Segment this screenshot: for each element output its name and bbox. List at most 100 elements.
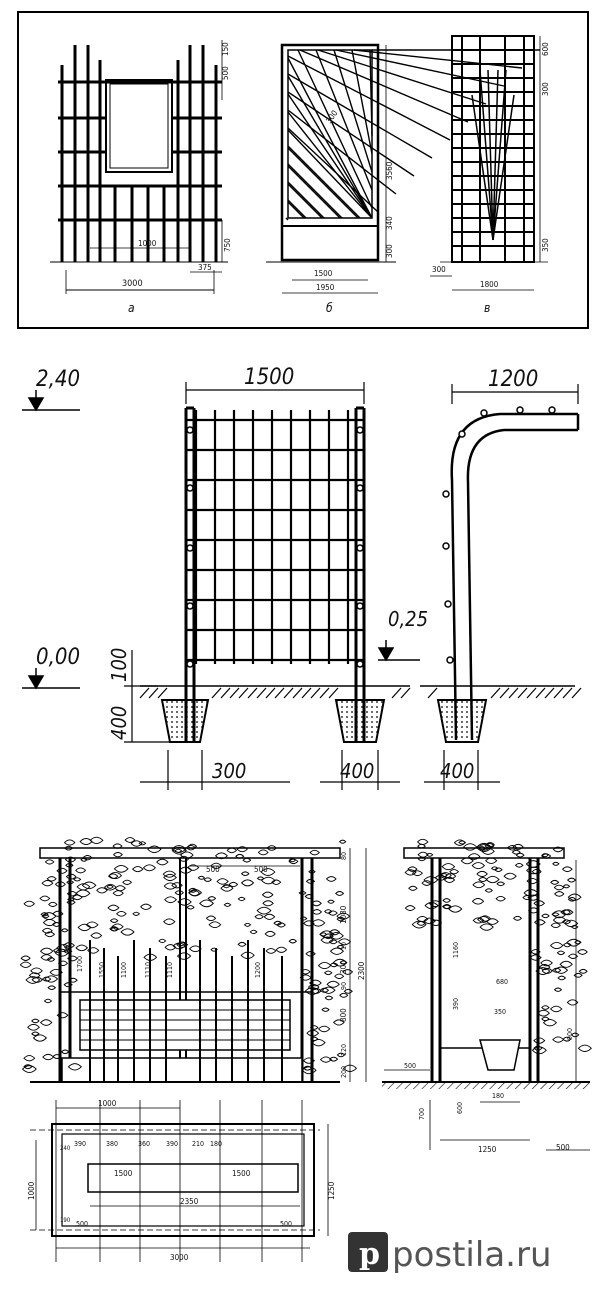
leaf-mark xyxy=(20,955,31,961)
leaf-mark xyxy=(162,870,177,878)
dim-plan-low-2: 500 xyxy=(280,1220,292,1228)
leaf-mark xyxy=(298,890,307,896)
dim-front-side-7: 120 xyxy=(340,1044,348,1056)
leaf-mark xyxy=(226,847,238,854)
leaf-mark xyxy=(308,869,316,874)
leaf-mark xyxy=(556,950,566,956)
leaf-mark xyxy=(551,910,567,919)
leaf-mark xyxy=(163,918,176,925)
leaf-mark xyxy=(261,891,274,898)
lattice-b-strip xyxy=(287,75,373,219)
ground-hatch-stroke xyxy=(247,687,258,699)
leaf-mark xyxy=(180,851,194,859)
leaf-mark xyxy=(467,853,481,860)
trellis-dots xyxy=(186,426,364,668)
leaf-mark xyxy=(56,1012,69,1019)
leaf-mark xyxy=(42,1053,55,1061)
lattice-b-strip xyxy=(285,217,289,221)
leaf-mark xyxy=(448,905,463,913)
leaf-mark xyxy=(216,878,229,885)
ground-hatch-stroke xyxy=(229,687,240,699)
dim-front-side-4: 300 xyxy=(339,960,348,974)
leaf-mark xyxy=(87,947,100,954)
leaf-mark xyxy=(332,958,348,967)
lattice-b-strip xyxy=(287,55,451,141)
leaf-mark xyxy=(39,947,54,955)
leaf-mark xyxy=(472,881,486,889)
leaf-mark xyxy=(559,960,573,968)
leaf-mark xyxy=(541,913,550,919)
dim-front-side-3: 10 xyxy=(340,942,348,950)
arch-dots xyxy=(442,406,556,664)
level-post-mark xyxy=(377,640,420,662)
lattice-b-strip xyxy=(351,49,373,155)
lattice-b-strip xyxy=(287,129,373,219)
ground-hatch-stroke xyxy=(319,687,330,699)
dim-a-top1: 500 xyxy=(221,66,230,80)
leaf-mark xyxy=(64,945,72,950)
leaf-mark xyxy=(302,1057,315,1064)
leaf-mark xyxy=(442,898,451,903)
leaf-mark xyxy=(264,930,276,937)
leaf-mark xyxy=(116,911,127,917)
leaf-mark xyxy=(550,879,560,885)
fan-c xyxy=(471,69,515,241)
leaf-mark xyxy=(63,982,73,988)
dim-plan-right: 1250 xyxy=(327,1181,336,1200)
leaf-mark xyxy=(408,885,418,891)
leaf-mark xyxy=(46,957,56,962)
footing-2 xyxy=(334,699,386,743)
ground-hatch-stroke xyxy=(256,687,267,699)
leaf-mark xyxy=(339,960,348,965)
leaf-mark xyxy=(317,962,332,970)
lattice-b-strip xyxy=(287,93,373,219)
leaf-mark xyxy=(236,846,248,853)
leaf-mark xyxy=(66,890,78,897)
lattice-b-strip xyxy=(317,49,487,105)
leaf-mark xyxy=(163,873,177,882)
leaf-mark xyxy=(329,932,344,940)
leaf-mark xyxy=(311,909,323,915)
leaf-mark xyxy=(570,1032,580,1038)
leaf-mark xyxy=(490,866,499,871)
leaf-mark xyxy=(106,884,114,889)
leaf-mark xyxy=(444,873,457,880)
leaf-mark xyxy=(242,857,252,863)
leaf-mark xyxy=(208,921,222,929)
leaf-mark xyxy=(537,1009,550,1017)
leaf-mark xyxy=(171,845,187,853)
leaf-mark xyxy=(531,1046,547,1055)
watermark-text: postila.ru xyxy=(392,1235,552,1275)
leaf-mark xyxy=(458,840,466,845)
leaf-mark xyxy=(552,916,567,924)
lattice-b-strip xyxy=(297,49,373,209)
leaf-mark xyxy=(249,929,258,935)
dim-b-outer: 1950 xyxy=(316,283,335,292)
lattice-b-strip xyxy=(287,91,415,177)
lattice-b-strip xyxy=(287,181,325,219)
leaf-mark xyxy=(336,944,345,950)
dim-depth: 400 xyxy=(107,706,131,740)
leaf-mark xyxy=(68,977,78,983)
leaf-mark xyxy=(109,918,119,923)
leaf-mark xyxy=(527,907,540,914)
dim-a-bottom: 750 xyxy=(223,238,232,252)
lattice-b-strip xyxy=(287,199,307,219)
leaf-mark xyxy=(562,919,572,925)
leaf-mark xyxy=(562,942,572,948)
leaf-mark xyxy=(574,940,582,945)
lattice-b xyxy=(285,49,540,221)
leaf-mark xyxy=(178,855,190,862)
leaf-mark xyxy=(309,979,322,987)
leaf-mark xyxy=(237,896,246,902)
leaf-mark xyxy=(329,962,339,968)
leaf-mark xyxy=(335,891,345,896)
dims-c xyxy=(430,36,548,291)
leaf-mark xyxy=(561,866,573,873)
leaf-mark xyxy=(478,877,488,883)
ground-hatch-stroke xyxy=(283,687,294,699)
leaf-mark xyxy=(319,987,330,993)
ground-hatch-stroke xyxy=(265,687,276,699)
label-c: в xyxy=(484,301,490,315)
dim-b-sub: 340 xyxy=(385,216,394,230)
